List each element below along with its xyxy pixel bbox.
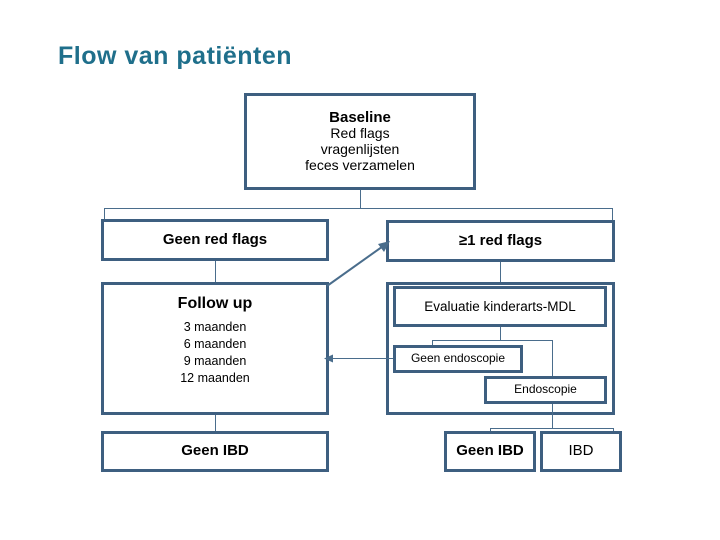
connector-endoscopy-stem: [552, 404, 553, 428]
node-follow-up[interactable]: Follow up 3 maanden 6 maanden 9 maanden …: [101, 282, 329, 415]
left-outcome-label: Geen IBD: [181, 442, 249, 460]
right-outcome-ibd-label: IBD: [568, 442, 594, 460]
node-right-outcome-no-ibd[interactable]: Geen IBD: [444, 431, 536, 472]
connector-split-left-drop: [104, 208, 105, 220]
baseline-line-3: feces verzamelen: [305, 156, 415, 173]
no-endoscopy-label: Geen endoscopie: [410, 351, 506, 366]
connector-noredflags-to-followup: [215, 261, 216, 282]
node-no-red-flags[interactable]: Geen red flags: [101, 219, 329, 261]
one-or-more-red-flags-label: ≥1 red flags: [458, 231, 543, 249]
connector-split-bar: [104, 208, 612, 209]
connector-endoscopy-split-bar: [432, 340, 552, 341]
connector-followup-to-outcome: [215, 415, 216, 431]
baseline-line-2: vragenlijsten: [320, 141, 400, 158]
follow-up-item-2: 6 maanden: [183, 336, 247, 351]
right-outcome-no-ibd-label: Geen IBD: [456, 442, 524, 460]
follow-up-item-4: 12 maanden: [180, 370, 250, 385]
endoscopy-label: Endoscopie: [514, 382, 577, 397]
follow-up-item-3: 9 maanden: [183, 353, 247, 368]
connector-evaluation-stem: [500, 327, 501, 340]
connector-followup-to-redflags-arrow: [326, 241, 390, 287]
connector-endoscopy-to-followup: [329, 358, 393, 359]
node-one-or-more-red-flags[interactable]: ≥1 red flags: [386, 220, 615, 262]
follow-up-heading: Follow up: [177, 295, 253, 312]
connector-no-endoscopy-drop: [432, 340, 433, 348]
evaluation-label: Evaluatie kinderarts-MDL: [424, 298, 576, 314]
node-right-outcome-ibd[interactable]: IBD: [540, 431, 622, 472]
node-baseline[interactable]: Baseline Red flags vragenlijsten feces v…: [244, 93, 476, 190]
baseline-line-1: Red flags: [330, 125, 390, 142]
node-no-endoscopy[interactable]: Geen endoscopie: [393, 345, 523, 373]
node-left-outcome-no-ibd[interactable]: Geen IBD: [101, 431, 329, 472]
connector-endoscopy-drop: [552, 340, 553, 376]
node-evaluation[interactable]: Evaluatie kinderarts-MDL: [393, 286, 607, 327]
connector-outcome-split-bar: [490, 428, 614, 429]
no-red-flags-label: Geen red flags: [162, 230, 268, 248]
node-endoscopy[interactable]: Endoscopie: [484, 376, 607, 404]
connector-redflags-to-evaluation: [500, 262, 501, 282]
page-title: Flow van patiënten: [58, 42, 293, 70]
connector-baseline-stem: [360, 190, 361, 208]
follow-up-item-1: 3 maanden: [183, 319, 247, 334]
connector-split-right-drop: [612, 208, 613, 220]
baseline-heading: Baseline: [329, 108, 391, 126]
